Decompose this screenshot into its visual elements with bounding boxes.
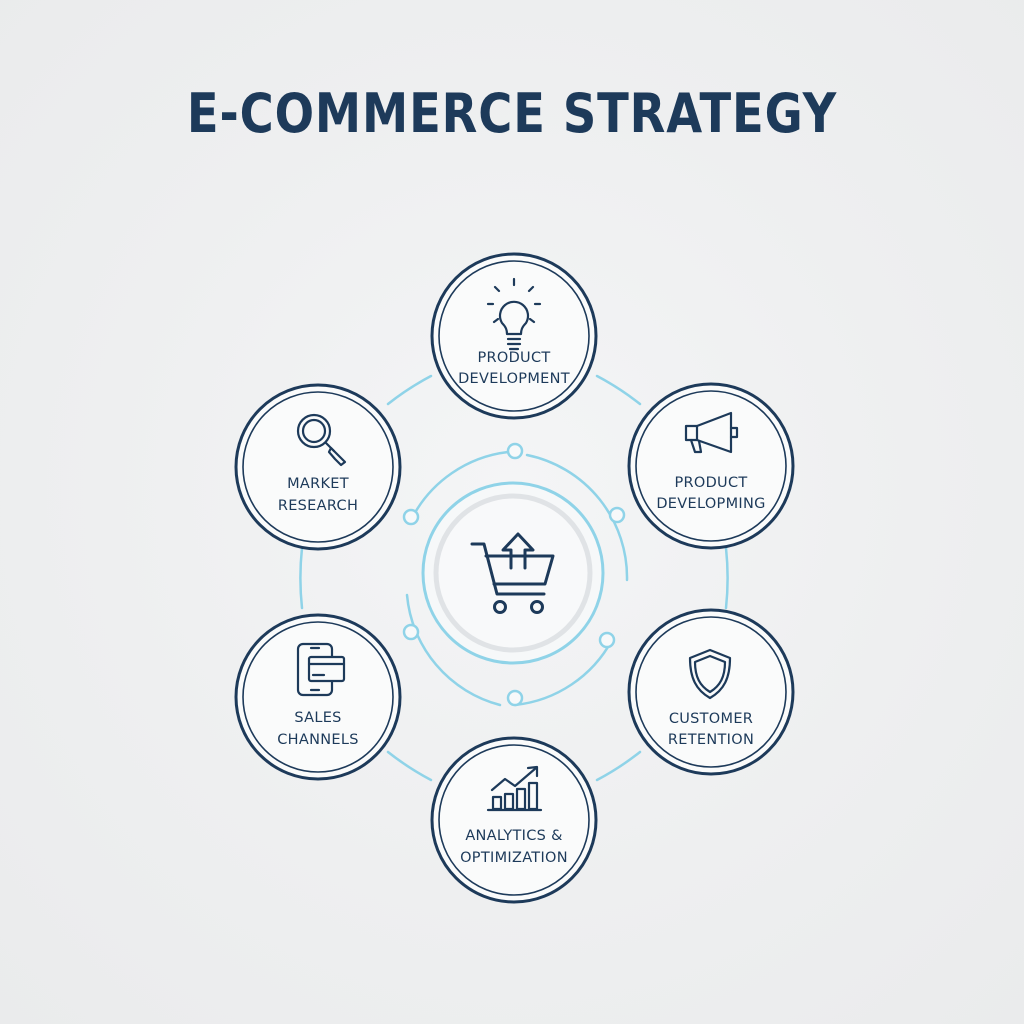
inner-orbit — [405, 450, 629, 707]
orbit-dot — [402, 508, 420, 526]
node-customer-retention: CUSTOMER RETENTION — [627, 608, 795, 776]
node-label-line: DEVELOPMING — [656, 496, 765, 512]
node-label-line: DEVELOPMENT — [458, 371, 570, 387]
node-product-developming: PRODUCT DEVELOPMING — [627, 382, 795, 550]
growth-chart-icon — [486, 765, 543, 812]
orbit-dot — [506, 442, 524, 460]
orbit-dot — [506, 689, 524, 707]
magnifier-icon — [296, 413, 347, 467]
megaphone-icon — [684, 411, 739, 454]
orbit-dot — [402, 623, 420, 641]
connector-arc — [724, 546, 729, 610]
orbit-dot — [598, 631, 616, 649]
node-sales-channels: SALES CHANNELS — [234, 613, 402, 781]
orbit-dot — [608, 506, 626, 524]
outer-connector-ring — [299, 374, 729, 782]
connector-arc — [595, 750, 642, 782]
node-label-line: RETENTION — [668, 732, 754, 748]
node-label-line: SALES — [294, 710, 341, 726]
node-label-line: PRODUCT — [674, 475, 747, 491]
shield-icon — [688, 648, 732, 700]
node-label-line: CUSTOMER — [669, 711, 753, 727]
shopping-cart-upload-icon — [470, 532, 555, 614]
phone-card-icon — [296, 642, 346, 697]
orbit-arc — [513, 638, 614, 707]
node-label-line: OPTIMIZATION — [460, 850, 568, 866]
node-label-line: ANALYTICS & — [465, 828, 562, 844]
orbit-arc — [525, 453, 629, 582]
node-market-research: MARKET RESEARCH — [234, 383, 402, 551]
orbit-arc — [410, 450, 510, 520]
node-label-line: CHANNELS — [277, 732, 358, 748]
node-label-line: MARKET — [287, 476, 349, 492]
diagram-title: E-COMMERCE STRATEGY — [186, 82, 838, 145]
connector-arc — [299, 546, 304, 610]
connector-arc — [386, 750, 433, 782]
node-analytics-optimization: ANALYTICS & OPTIMIZATION — [430, 736, 598, 904]
center-hub — [421, 481, 605, 665]
node-label-line: RESEARCH — [278, 498, 358, 514]
lightbulb-icon — [486, 277, 542, 351]
node-label-line: PRODUCT — [477, 350, 550, 366]
connector-arc — [386, 374, 433, 406]
orbit-dots — [402, 442, 626, 707]
connector-arc — [595, 374, 642, 406]
node-product-development: PRODUCT DEVELOPMENT — [430, 252, 598, 420]
orbit-arc — [405, 593, 502, 707]
